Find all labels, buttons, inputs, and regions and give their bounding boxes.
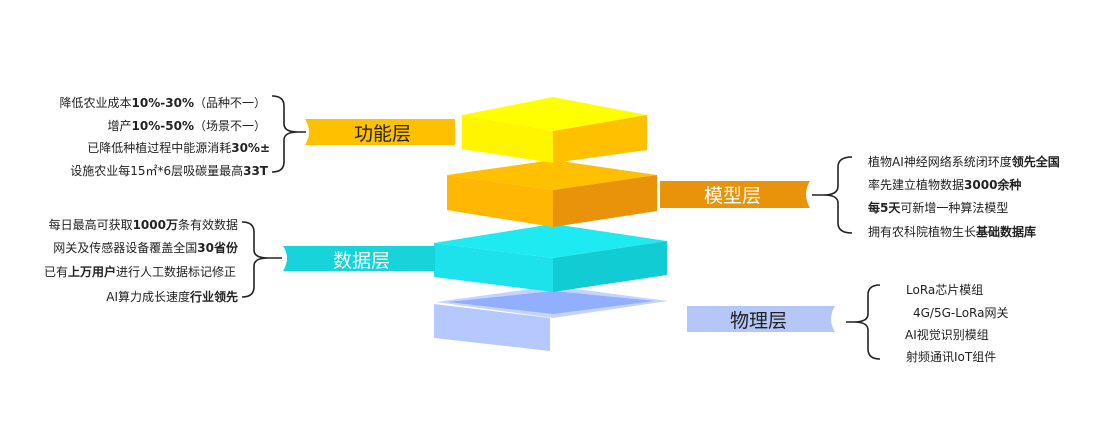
functional-line: 设施农业每15㎡*6层吸碳量最高33T — [70, 164, 268, 178]
data-banner-shape — [283, 246, 435, 271]
model-line: 每5天可新增一种算法模型 — [868, 201, 1009, 215]
data-line: 网关及传感器设备覆盖全国30省份 — [53, 241, 238, 255]
physical-line: LoRa芯片模组 — [906, 283, 984, 297]
physical-banner-shape — [687, 306, 835, 332]
model-line: 拥有农科院植物生长基础数据库 — [868, 225, 1037, 239]
data-line: AI算力成长速度行业领先 — [106, 290, 238, 304]
model-bracket — [812, 156, 853, 234]
data-line: 每日最高可获取1000万条有效数据 — [48, 218, 238, 232]
functional-line: 已降低种植过程中能源消耗30%± — [87, 141, 270, 155]
data-bracket — [241, 221, 282, 298]
functional-layer-label: 功能层 — [353, 122, 411, 145]
model-banner-shape — [660, 181, 810, 208]
model-line: 植物AI神经网络系统闭环度领先全国 — [868, 155, 1060, 169]
physical-layer-label: 物理层 — [729, 309, 787, 332]
functional-banner-shape — [305, 119, 455, 145]
model-layer-label: 模型层 — [703, 184, 761, 207]
physical-line: AI视觉识别模组 — [905, 328, 989, 342]
data-line: 已有上万用户进行人工数据标记修正 — [43, 265, 236, 279]
physical-bracket — [846, 284, 881, 360]
functional-bracket — [271, 95, 306, 173]
functional-block — [462, 97, 647, 163]
model-block — [447, 160, 657, 227]
functional-line: 降低农业成本10%-30%（品种不一） — [59, 96, 266, 110]
data-block — [434, 224, 667, 292]
model-line: 率先建立植物数据3000余种 — [868, 178, 1022, 192]
brackets — [241, 95, 881, 360]
functional-line: 增产10%-50%（场景不一） — [107, 119, 266, 133]
physical-block — [434, 286, 668, 351]
physical-line: 射频通讯IoT组件 — [906, 350, 997, 364]
data-layer-label: 数据层 — [332, 249, 390, 272]
physical-line: 4G/5G-LoRa网关 — [913, 306, 1009, 320]
